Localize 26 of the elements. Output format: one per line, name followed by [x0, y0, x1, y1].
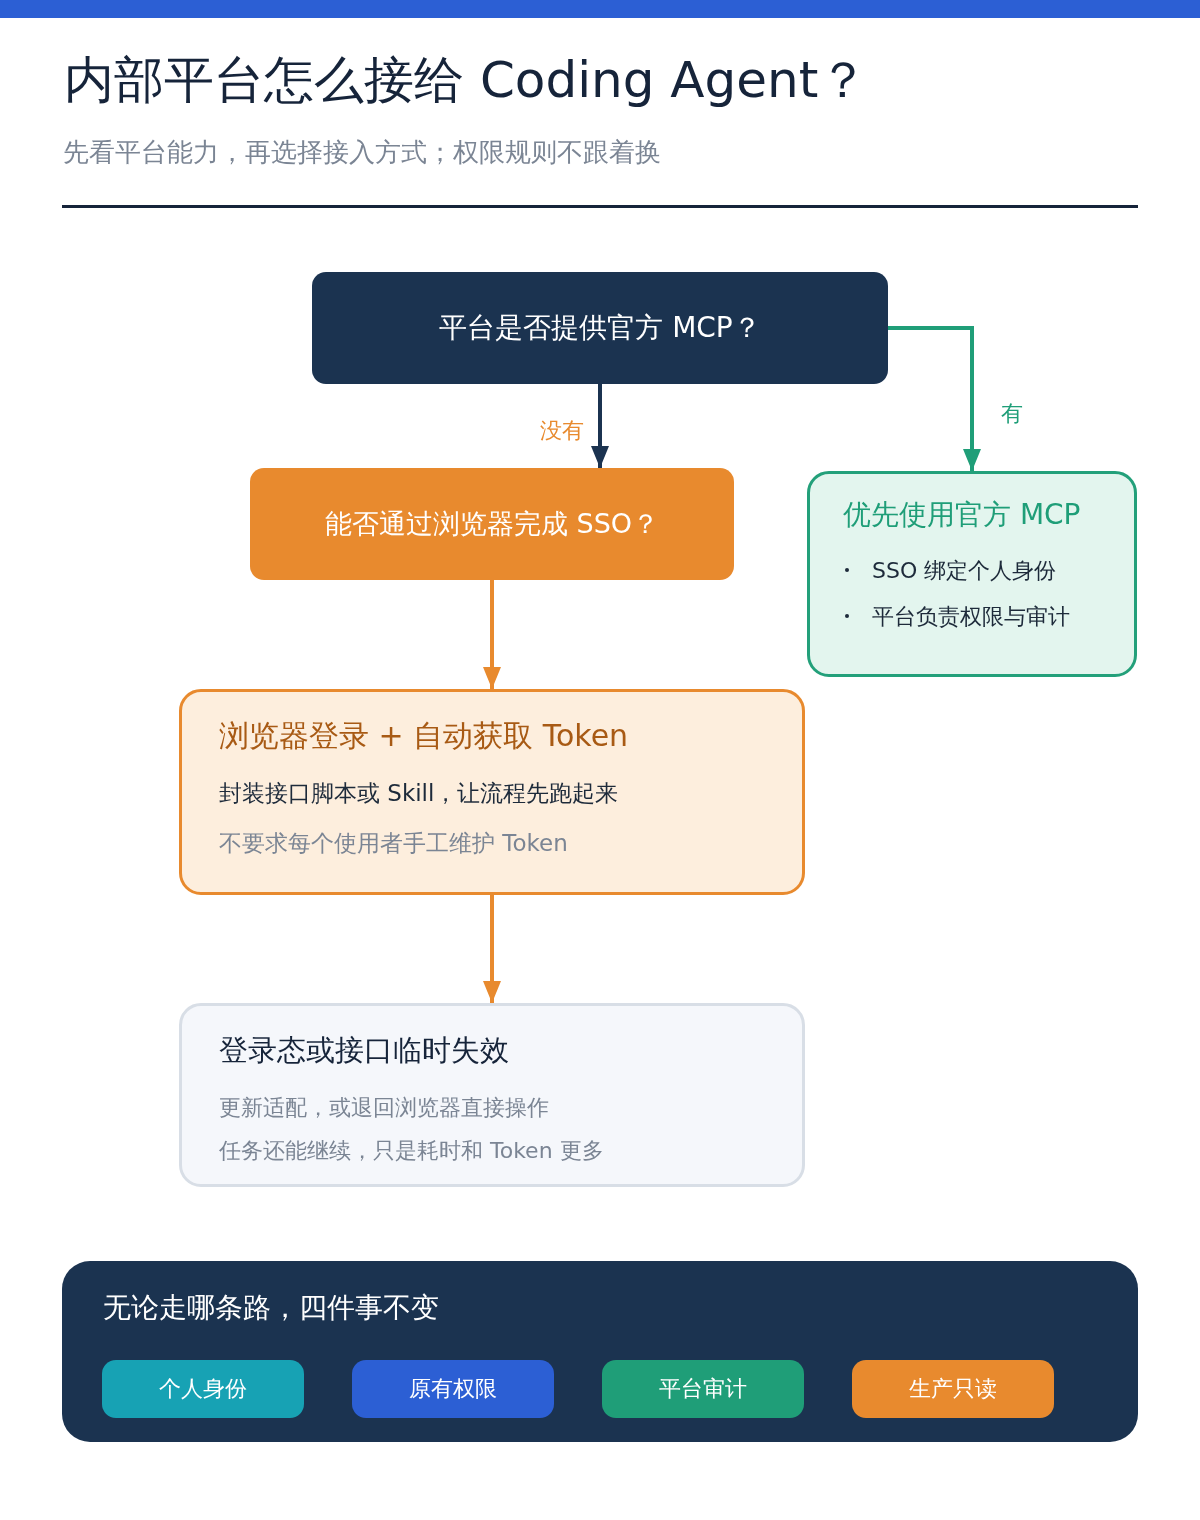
step-card — [179, 689, 805, 895]
tag: 原有权限 — [352, 1360, 554, 1418]
note-text: 任务还能继续，只是耗时和 Token 更多 — [219, 1136, 604, 1165]
decision-box: 能否通过浏览器完成 SSO？ — [250, 468, 734, 580]
arrow — [483, 580, 501, 689]
tag: 平台审计 — [602, 1360, 804, 1418]
result-card — [807, 471, 1137, 677]
summary-panel — [62, 1261, 1138, 1442]
note-text: 更新适配，或退回浏览器直接操作 — [219, 1093, 549, 1122]
bullet-text: 平台负责权限与审计 — [872, 602, 1070, 631]
arrow — [888, 326, 981, 471]
step-card — [179, 1003, 805, 1187]
decision-box: 平台是否提供官方 MCP？ — [312, 272, 888, 384]
title: 内部平台怎么接给 Coding Agent？ — [64, 50, 869, 111]
card-heading: 浏览器登录 + 自动获取 Token — [219, 716, 629, 755]
bullet-text: SSO 绑定个人身份 — [872, 556, 1057, 585]
panel-heading: 无论走哪条路，四件事不变 — [103, 1290, 439, 1326]
tag: 生产只读 — [852, 1360, 1054, 1418]
subtitle: 先看平台能力，再选择接入方式；权限规则不跟着换 — [63, 136, 661, 169]
card-heading: 登录态或接口临时失效 — [219, 1032, 509, 1069]
note-text: 不要求每个使用者手工维护 Token — [219, 829, 568, 858]
arrow — [483, 895, 501, 1003]
tag: 个人身份 — [102, 1360, 304, 1418]
card-heading: 优先使用官方 MCP — [843, 497, 1081, 533]
arrow — [591, 384, 609, 468]
body-text: 封装接口脚本或 Skill，让流程先跑起来 — [219, 779, 619, 808]
